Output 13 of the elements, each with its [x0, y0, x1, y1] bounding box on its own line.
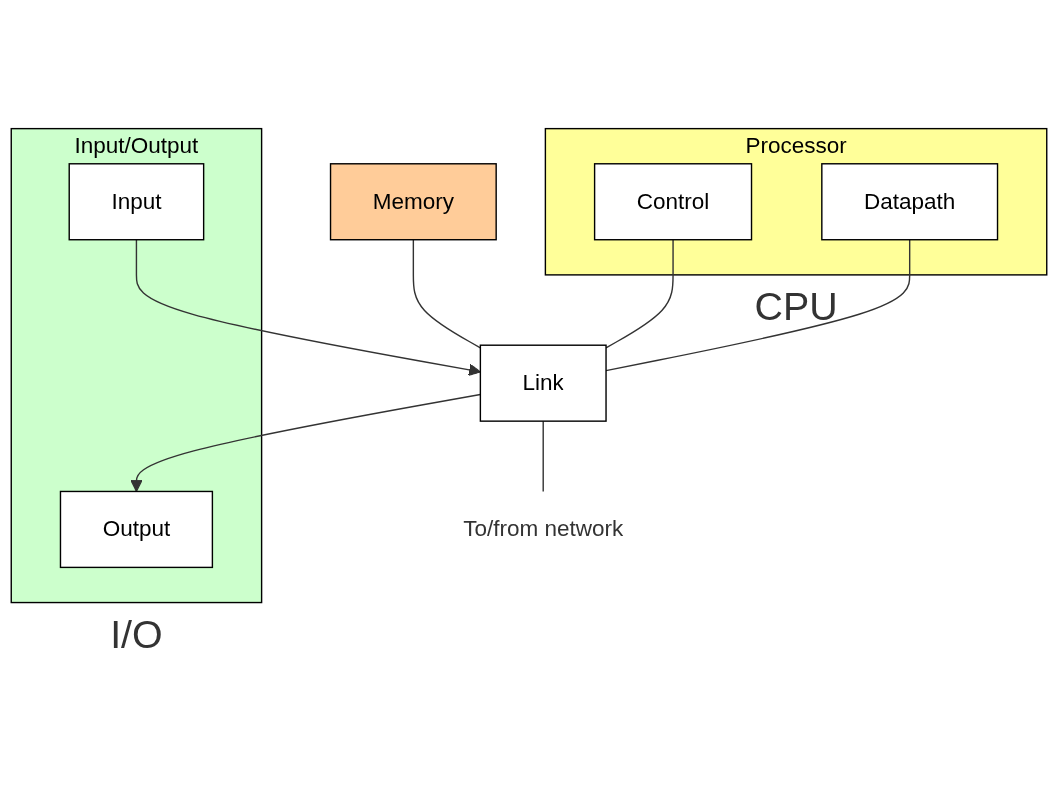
node-box: Memory	[329, 163, 497, 241]
connector	[542, 420, 544, 493]
node-box: Output	[59, 490, 214, 569]
connector	[605, 239, 911, 372]
node-box: Input	[68, 163, 205, 241]
node-box: Link	[479, 344, 607, 422]
node-text: To/from network	[463, 516, 624, 541]
node-box: Datapath	[821, 163, 999, 241]
group-caption: I/O	[110, 611, 163, 656]
node-box: Control	[593, 163, 753, 241]
arrow	[135, 239, 481, 376]
group-caption: CPU	[754, 283, 838, 328]
connector	[605, 239, 674, 349]
